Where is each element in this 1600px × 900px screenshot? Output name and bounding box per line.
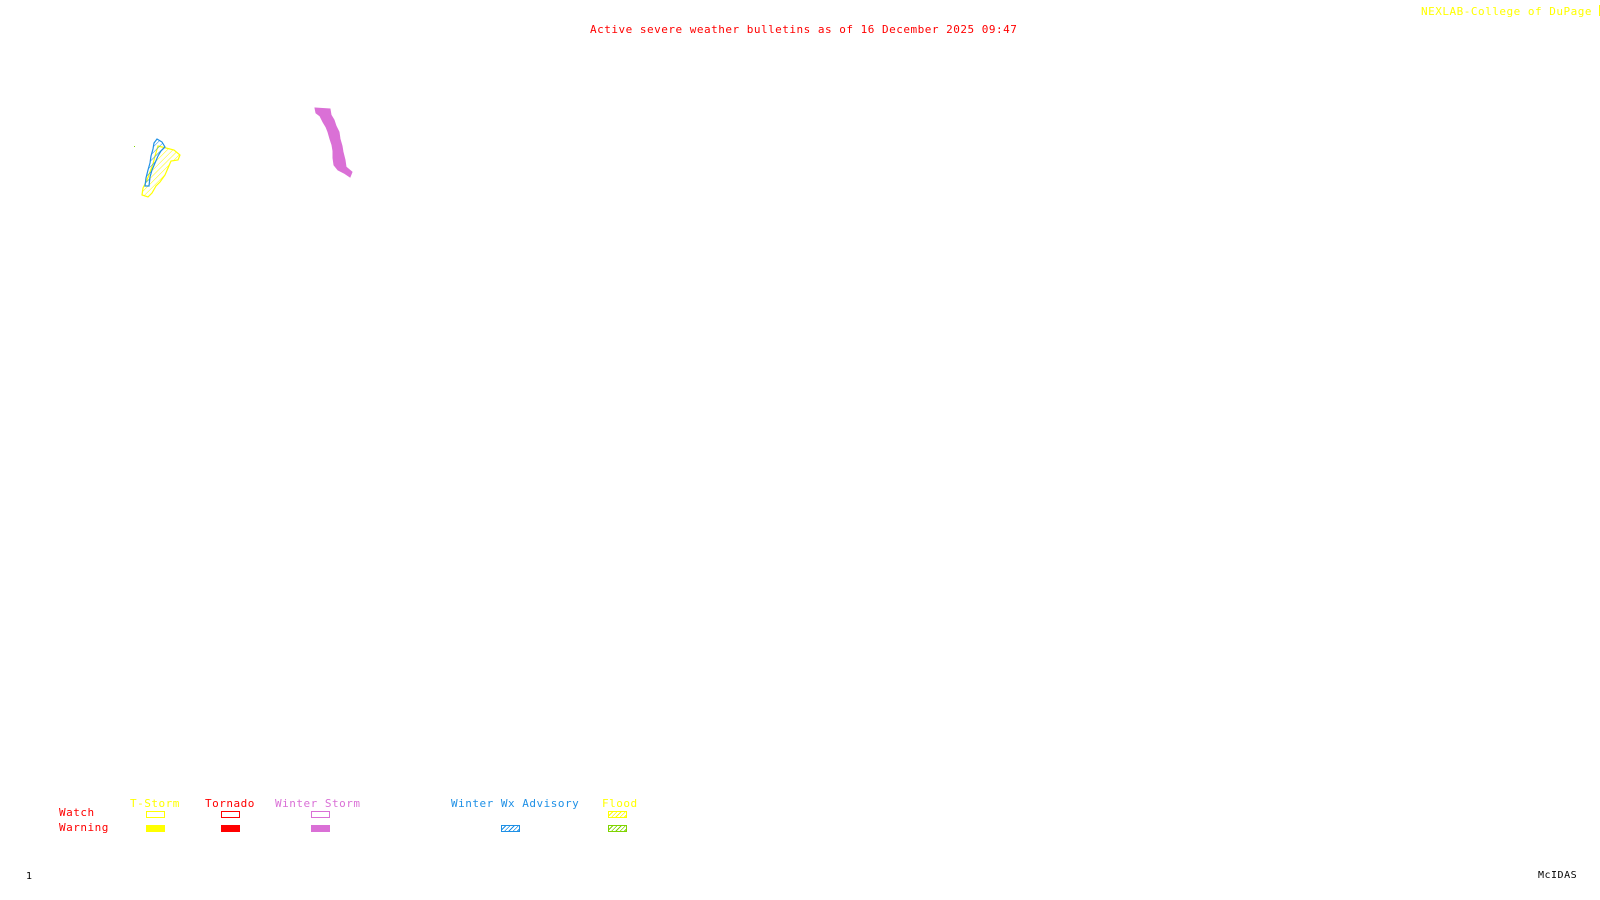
winter-wx-advisory-area [144,138,166,187]
winter-storm-warning-swatch [311,825,330,832]
tornado-warning-swatch [221,825,240,832]
software-label: McIDAS [1538,870,1578,881]
legend-tstorm-label: T-Storm [130,797,180,810]
map-speck [134,146,135,147]
tstorm-warning-swatch [146,825,165,832]
legend-row-warning: Warning [59,821,109,834]
credit-text: NEXLAB-College of DuPage [1421,5,1592,18]
winter-storm-watch-swatch [311,811,330,818]
legend-tornado-label: Tornado [205,797,255,810]
tstorm-watch-swatch [146,811,165,818]
flood-warning-swatch [608,825,627,832]
tornado-watch-swatch [221,811,240,818]
legend-winter-storm-label: Winter Storm [275,797,361,810]
bulletin-title: Active severe weather bulletins as of 16… [590,23,1018,36]
frame-number: 1 [26,871,33,882]
legend-winter-wx-advisory-label: Winter Wx Advisory [451,797,580,810]
legend-flood-label: Flood [602,797,638,810]
flood-watch-swatch [608,811,627,818]
winter-wx-advisory-swatch [501,825,520,832]
legend-row-watch: Watch [59,806,95,819]
winter-storm-warning-area [314,107,353,178]
